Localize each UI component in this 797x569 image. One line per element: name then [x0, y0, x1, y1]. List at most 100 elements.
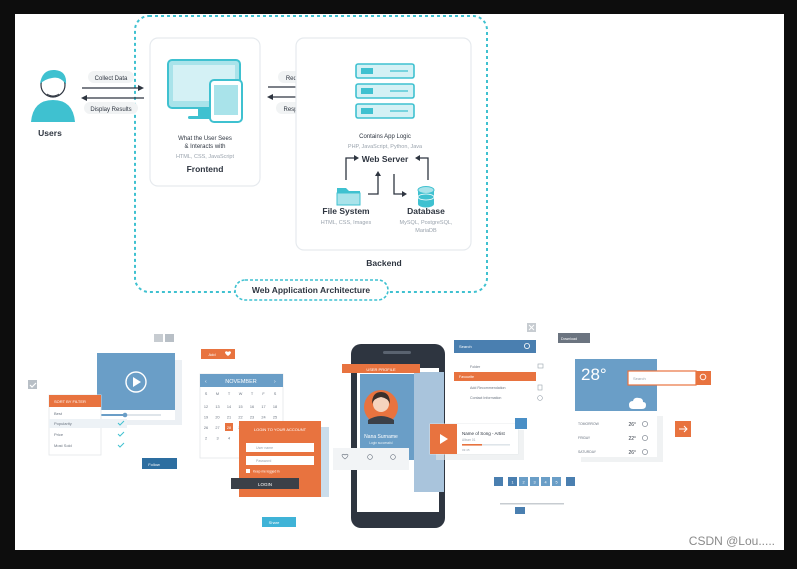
- architecture-boundary: [134, 15, 488, 293]
- login-title: LOGIN TO YOUR ACCOUNT: [254, 427, 307, 432]
- folder-icon: [537, 363, 544, 369]
- calendar-weekday: F: [262, 392, 265, 396]
- download-label: Download: [561, 337, 577, 341]
- pagination-page[interactable]: [519, 477, 528, 486]
- calendar-day[interactable]: 15: [238, 405, 242, 409]
- calendar-day[interactable]: 20: [215, 416, 219, 420]
- add-button[interactable]: [201, 349, 235, 359]
- monitor-tablet-icon: [167, 59, 243, 123]
- slider-thumb[interactable]: [515, 507, 525, 514]
- calendar-day[interactable]: 22: [238, 416, 242, 420]
- menu-item-active: [454, 372, 536, 381]
- checkbox-top-left[interactable]: [28, 380, 37, 389]
- filter-item-best[interactable]: Best: [54, 411, 63, 416]
- menu-item-contact[interactable]: Contact Information: [470, 396, 501, 400]
- weather-search-button[interactable]: [696, 371, 711, 385]
- next-arrow-button[interactable]: [165, 334, 174, 342]
- calendar-day[interactable]: 4: [228, 437, 230, 441]
- calendar-weekday: T: [251, 392, 254, 396]
- login-button[interactable]: [231, 478, 299, 489]
- filter-item-popularity[interactable]: Popularity: [54, 421, 72, 426]
- username-placeholder: User name: [256, 446, 273, 450]
- menu-item-recommendation[interactable]: Add Recommendation: [470, 386, 506, 390]
- play-icon[interactable]: [125, 371, 147, 393]
- menu-item-favourite[interactable]: Favourite: [459, 375, 474, 379]
- calendar-next-icon[interactable]: ›: [274, 379, 276, 385]
- song-progress-fill: [462, 444, 482, 446]
- frontend-desc-2: & Interacts with: [184, 144, 225, 150]
- calendar-selected-day: [225, 423, 233, 431]
- frontend-title: Frontend: [187, 164, 224, 174]
- calendar-day[interactable]: 13: [215, 405, 219, 409]
- frontend-desc-1: What the User Sees: [178, 136, 232, 142]
- password-input[interactable]: [246, 456, 314, 465]
- remember-checkbox[interactable]: [246, 469, 250, 473]
- calendar-day[interactable]: 28: [227, 426, 231, 430]
- document-icon: [537, 384, 543, 391]
- calendar-day[interactable]: 26: [204, 426, 208, 430]
- calendar-day[interactable]: 2: [205, 437, 207, 441]
- forecast-day: TOMORROW: [578, 422, 600, 426]
- info-icon: [537, 395, 543, 401]
- display-results-arrow: [81, 95, 144, 114]
- calendar-day[interactable]: 14: [227, 405, 231, 409]
- menu-search-bar[interactable]: [454, 340, 536, 353]
- pagination-label: 3: [533, 481, 535, 485]
- connector-arrowheads: [354, 155, 420, 197]
- pagination-prev[interactable]: [494, 477, 503, 486]
- calendar-day[interactable]: 27: [215, 426, 219, 430]
- check-icon: [117, 442, 125, 448]
- collect-data-arrow: [82, 71, 144, 91]
- prev-arrow-button[interactable]: [154, 334, 163, 342]
- filter-list: Best Popularity Price Most Sold: [49, 411, 127, 448]
- username-input[interactable]: [246, 443, 314, 452]
- download-button[interactable]: [558, 333, 590, 343]
- architecture-diagram: Users Collect Data Display Results What …: [29, 15, 488, 301]
- folder-icon: [336, 188, 361, 206]
- pagination-label: 4: [544, 481, 546, 485]
- pagination-page[interactable]: [552, 477, 561, 486]
- filter-item-price[interactable]: Price: [54, 432, 64, 437]
- pagination-page[interactable]: [541, 477, 550, 486]
- weather-cloud-icon: [642, 435, 648, 441]
- menu-search-label: Search: [459, 344, 472, 349]
- web-server-label: Web Server: [362, 154, 409, 164]
- share-button[interactable]: [262, 517, 296, 527]
- pagination-label: 1: [511, 481, 513, 485]
- song-title: Name of Song - Artist: [462, 431, 506, 436]
- calendar-month: NOVEMBER: [225, 379, 257, 385]
- calendar-day[interactable]: 16: [250, 405, 254, 409]
- song-progress-track[interactable]: [462, 444, 510, 446]
- calendar-day[interactable]: 25: [273, 416, 277, 420]
- check-icon: [117, 420, 125, 426]
- calendar-day[interactable]: 23: [250, 416, 254, 420]
- calendar-weekday: S: [274, 392, 277, 396]
- slider-track[interactable]: [500, 503, 564, 505]
- heart-icon[interactable]: [341, 453, 349, 460]
- pagination-next[interactable]: [566, 477, 575, 486]
- phone-header: [342, 364, 420, 373]
- menu-item-folder[interactable]: Folder: [470, 365, 481, 369]
- calendar-day[interactable]: 19: [204, 416, 208, 420]
- filter-item-most-sold[interactable]: Most Sold: [54, 443, 72, 448]
- pagination-page[interactable]: [530, 477, 539, 486]
- calendar-day[interactable]: 18: [273, 405, 277, 409]
- calendar-day[interactable]: 21: [227, 416, 231, 420]
- pagination-label: 2: [522, 481, 524, 485]
- follow-button[interactable]: [142, 458, 177, 469]
- calendar-day[interactable]: 24: [261, 416, 265, 420]
- arrow-right-icon: [679, 425, 688, 433]
- pagination-page[interactable]: [508, 477, 517, 486]
- video-progress-track[interactable]: [101, 414, 161, 416]
- calendar-prev-icon[interactable]: ‹: [205, 379, 207, 385]
- music-option-button[interactable]: [515, 418, 527, 429]
- calendar-day[interactable]: 17: [261, 405, 265, 409]
- users-icon[interactable]: [367, 454, 373, 460]
- calendar-day[interactable]: 12: [204, 405, 208, 409]
- filter-header: [49, 395, 101, 407]
- eye-icon[interactable]: [390, 454, 396, 460]
- calendar-day[interactable]: 3: [216, 437, 218, 441]
- forecast-temp: 26°: [628, 450, 636, 456]
- video-progress-handle[interactable]: [122, 412, 128, 418]
